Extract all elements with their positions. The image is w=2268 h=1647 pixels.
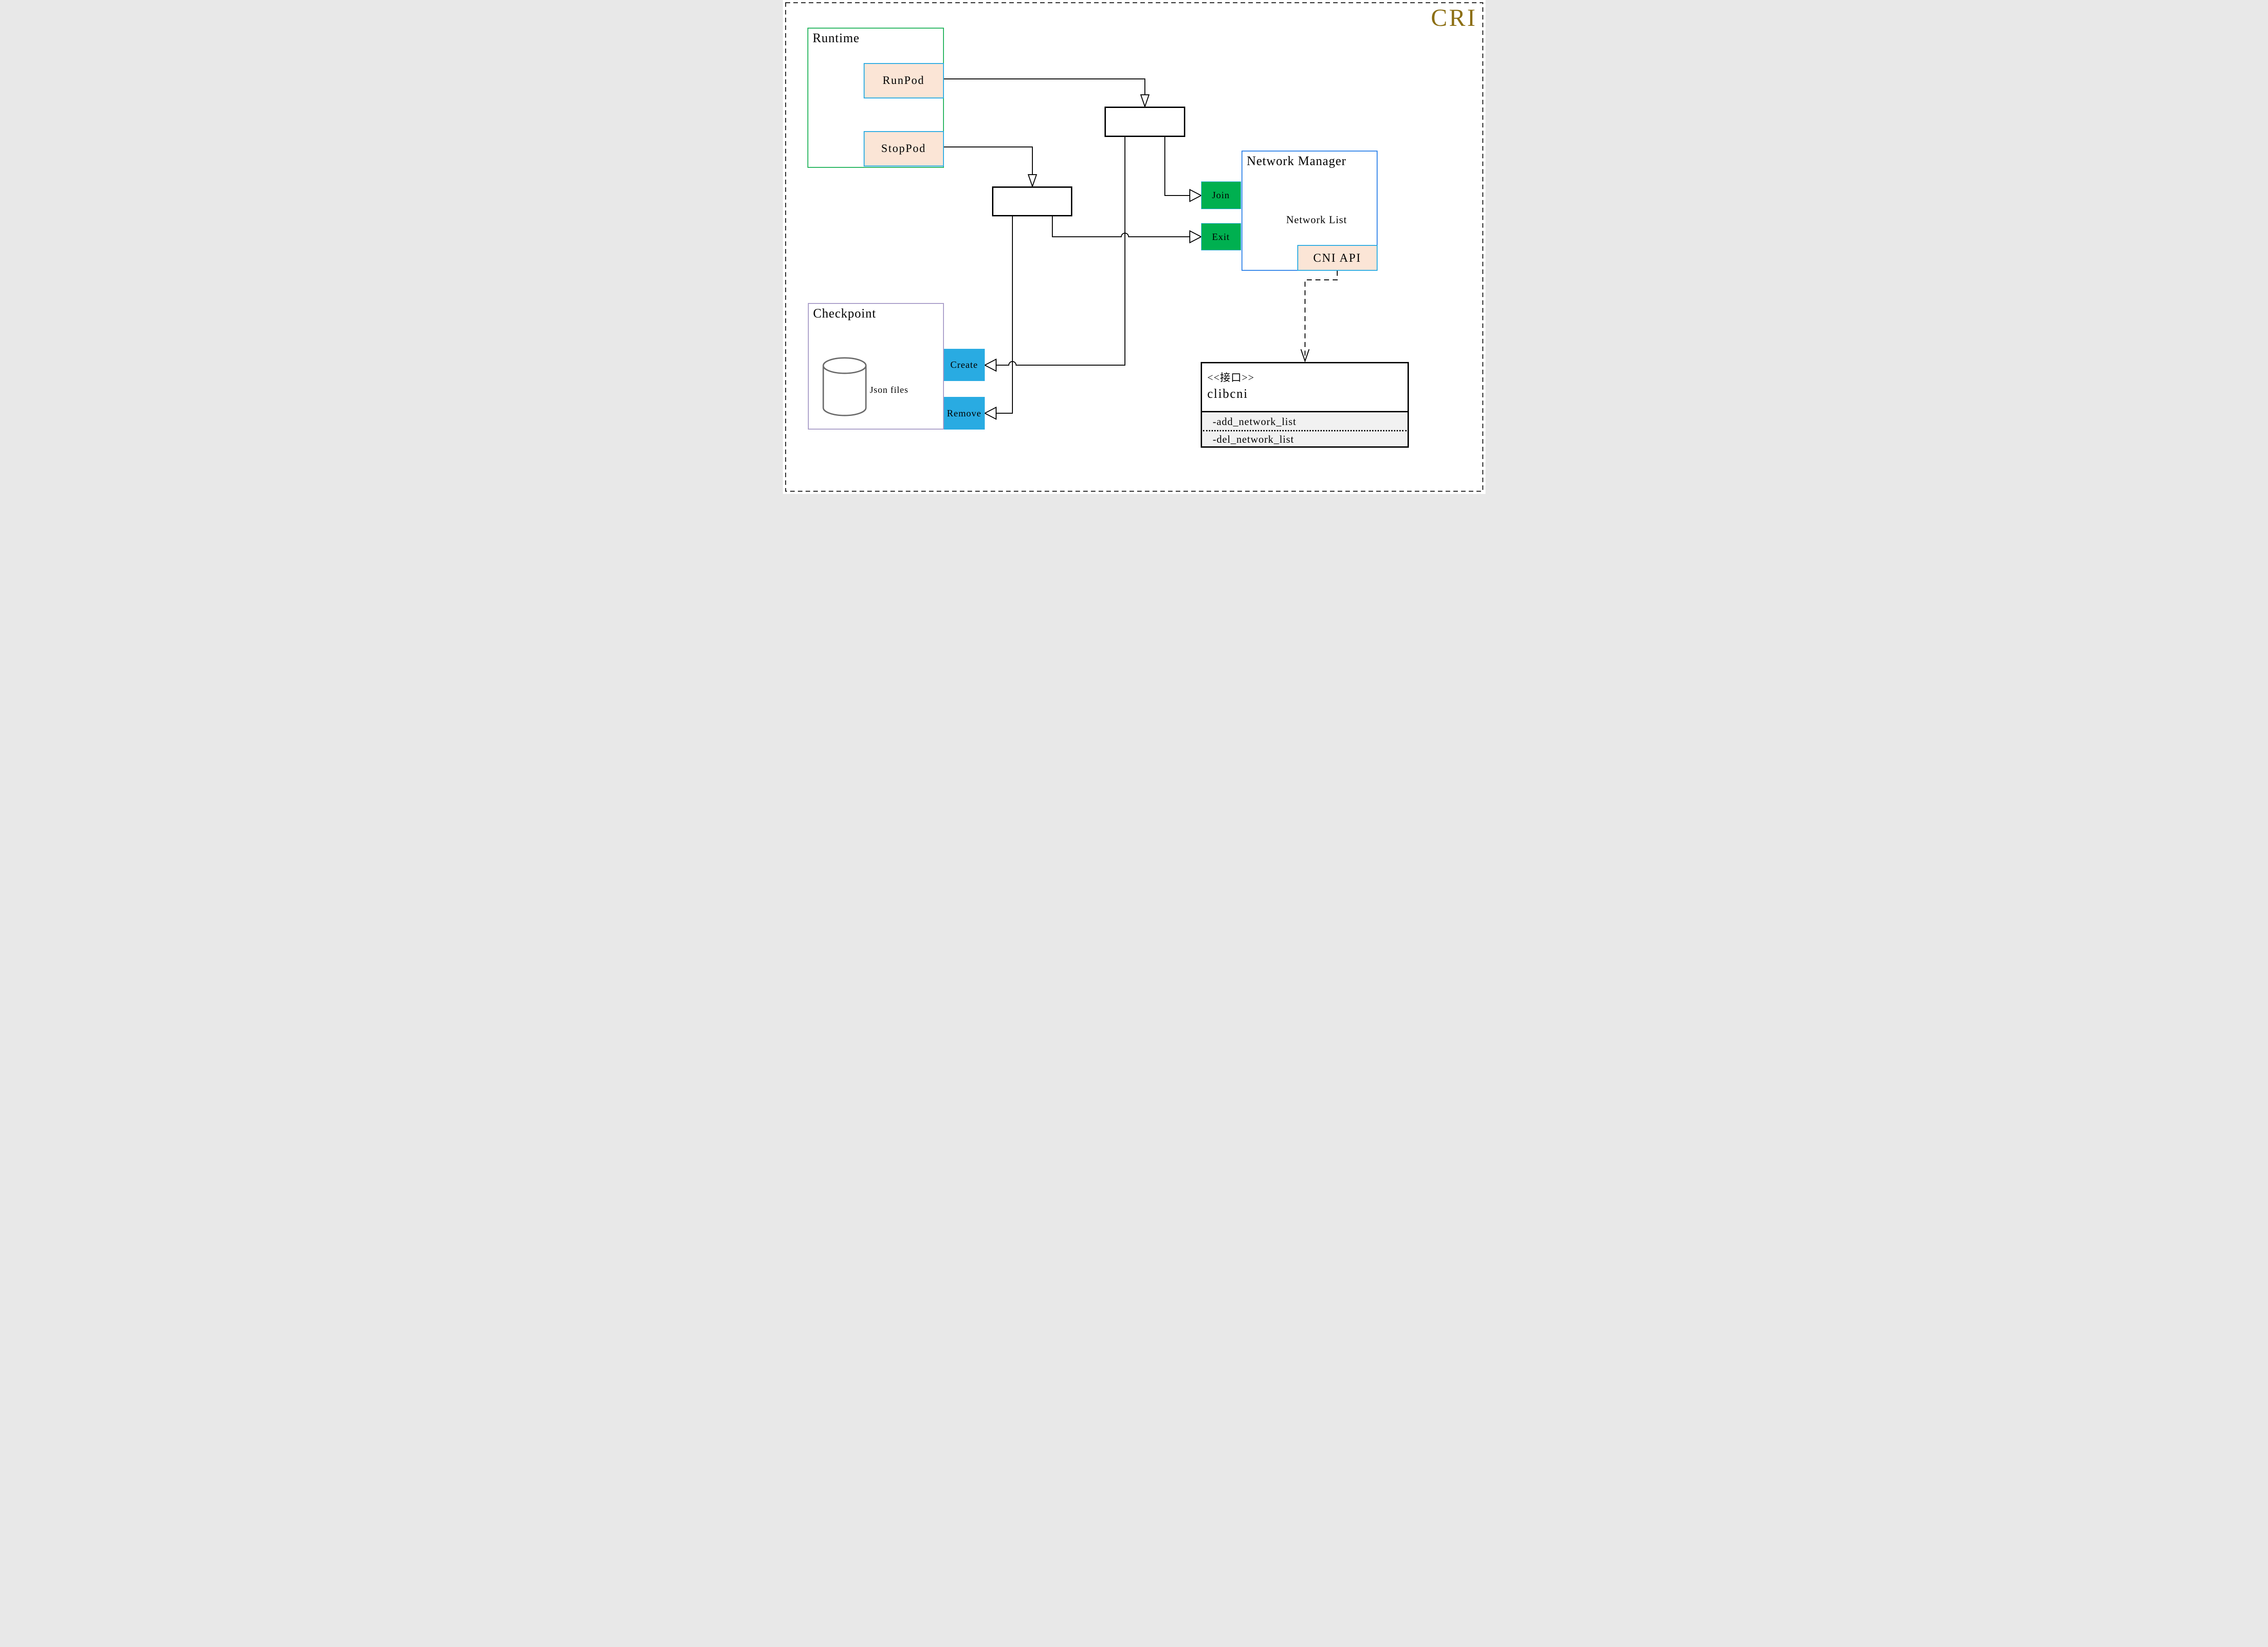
runpod-flow-line [943, 78, 1145, 95]
interface-stereotype: <<接口>> [1207, 372, 1255, 383]
down-arrow-icon [1140, 94, 1149, 108]
stoppod-flow-line [943, 147, 1033, 175]
runpod-label: RunPod [882, 74, 925, 87]
stoppod-process-box [992, 186, 1072, 216]
open-arrow-icon [1300, 349, 1310, 363]
runpod-button: RunPod [863, 63, 944, 98]
network-list-label: Network List [1286, 214, 1347, 225]
diagram-canvas: CRI Runtime RunPod StopPod Network Manag… [782, 0, 1486, 494]
json-files-db-icon [822, 357, 866, 416]
left-arrow-icon [983, 406, 997, 420]
stoppod-label: StopPod [881, 142, 926, 155]
create-label: Create [950, 359, 978, 370]
clibcni-interface-box: <<接口>> clibcni -add_network_list -del_ne… [1200, 362, 1409, 448]
method-del-network-list: -del_network_list [1212, 434, 1294, 445]
cni-api-label: CNI API [1313, 251, 1361, 264]
cni-dependency-line [1304, 271, 1338, 360]
create-button: Create [943, 349, 985, 381]
right-arrow-icon [1189, 189, 1202, 202]
json-files-label: Json files [870, 385, 909, 395]
runtime-label: Runtime [812, 31, 860, 45]
remove-label: Remove [947, 407, 982, 419]
runpod-process-box [1104, 107, 1185, 137]
right-arrow-icon [1189, 230, 1202, 244]
join-button: Join [1201, 181, 1241, 209]
cni-api-box: CNI API [1297, 245, 1378, 271]
page-title: CRI [1431, 4, 1477, 31]
outer-dashed-border [785, 2, 1483, 492]
clibcni-name: clibcni [1207, 387, 1248, 401]
remove-flow-line [996, 216, 1013, 414]
left-arrow-icon [983, 358, 997, 372]
checkpoint-box: Checkpoint [807, 303, 944, 430]
exit-flow-line [1051, 216, 1190, 237]
exit-button: Exit [1201, 223, 1241, 250]
stoppod-button: StopPod [863, 131, 944, 166]
method-add-network-list: -add_network_list [1212, 416, 1296, 427]
remove-button: Remove [943, 397, 985, 430]
clibcni-methods-section: -add_network_list -del_network_list [1202, 412, 1408, 446]
checkpoint-label: Checkpoint [813, 307, 876, 321]
down-arrow-icon [1027, 174, 1037, 188]
create-flow-line [996, 137, 1125, 366]
exit-label: Exit [1212, 231, 1230, 242]
network-manager-label: Network Manager [1246, 154, 1346, 168]
join-label: Join [1212, 190, 1230, 200]
method-divider [1202, 430, 1407, 431]
join-flow-line [1164, 137, 1190, 196]
clibcni-title-section: <<接口>> clibcni [1202, 363, 1408, 412]
